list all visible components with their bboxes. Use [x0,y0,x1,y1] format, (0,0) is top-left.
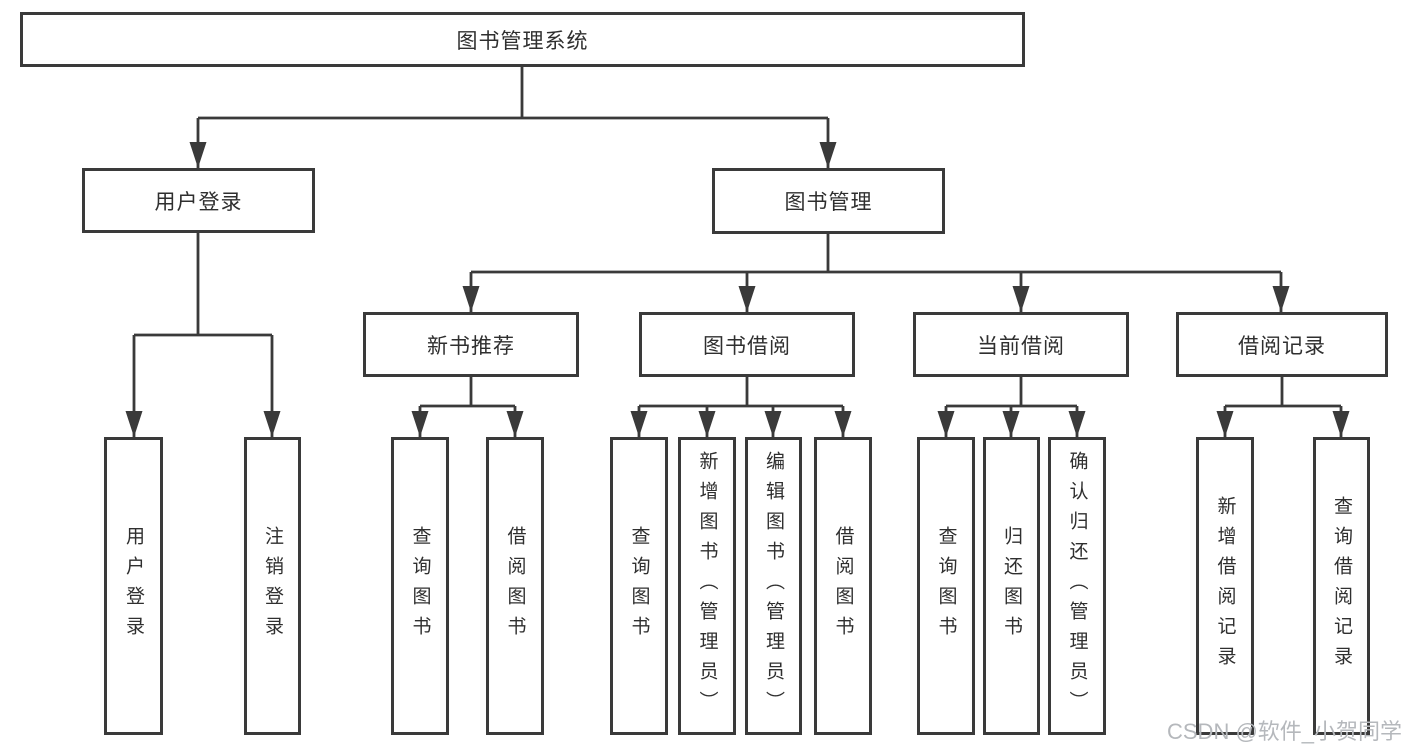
leaf-current-query-books-label: 查询图书 [935,526,957,646]
node-new-book-recommend: 新书推荐 [363,312,579,377]
leaf-records-query-record: 查询借阅记录 [1313,437,1370,735]
leaf-borrowing-query-books: 查询图书 [610,437,668,735]
node-user-login: 用户登录 [82,168,315,233]
leaf-recommend-borrow-books-label: 借阅图书 [504,526,526,646]
node-current-borrowing-label: 当前借阅 [977,334,1065,358]
node-book-borrowing-label: 图书借阅 [703,334,791,358]
node-current-borrowing: 当前借阅 [913,312,1129,377]
leaf-borrowing-add-books: 新增图书（管理员） [678,437,736,735]
node-user-login-label: 用户登录 [154,190,243,214]
node-book-borrowing: 图书借阅 [639,312,855,377]
leaf-current-confirm-return-label: 确认归还（管理员） [1066,451,1088,721]
node-new-book-recommend-label: 新书推荐 [427,334,515,358]
leaf-current-confirm-return: 确认归还（管理员） [1048,437,1106,735]
node-borrowing-records: 借阅记录 [1176,312,1388,377]
leaf-user-login-label: 用户登录 [123,526,144,646]
leaf-logout: 注销登录 [244,437,301,735]
leaf-records-query-record-label: 查询借阅记录 [1331,496,1352,676]
node-root-label: 图书管理系统 [456,29,589,53]
leaf-current-query-books: 查询图书 [917,437,975,735]
node-root: 图书管理系统 [20,12,1025,67]
leaf-current-return-books-label: 归还图书 [1001,526,1022,646]
connector-line-path [132,67,1343,437]
leaf-records-add-record: 新增借阅记录 [1196,437,1254,735]
watermark: CSDN @软件_小贺同学 [1167,719,1403,744]
leaf-logout-label: 注销登录 [262,526,283,646]
leaf-borrowing-edit-books-label: 编辑图书（管理员） [763,451,784,721]
leaf-recommend-borrow-books: 借阅图书 [486,437,544,735]
leaf-records-add-record-label: 新增借阅记录 [1214,496,1236,676]
leaf-borrowing-edit-books: 编辑图书（管理员） [745,437,802,735]
node-borrowing-records-label: 借阅记录 [1238,334,1326,358]
node-book-management-label: 图书管理 [784,191,873,214]
node-book-management: 图书管理 [712,168,945,234]
leaf-borrowing-borrow-books-label: 借阅图书 [832,526,854,646]
leaf-borrowing-borrow-books: 借阅图书 [814,437,872,735]
leaf-current-return-books: 归还图书 [983,437,1040,735]
leaf-borrowing-add-books-label: 新增图书（管理员） [696,451,718,721]
leaf-user-login: 用户登录 [104,437,163,735]
leaf-borrowing-query-books-label: 查询图书 [628,526,650,646]
leaf-recommend-query-books-label: 查询图书 [409,526,431,646]
leaf-recommend-query-books: 查询图书 [391,437,449,735]
